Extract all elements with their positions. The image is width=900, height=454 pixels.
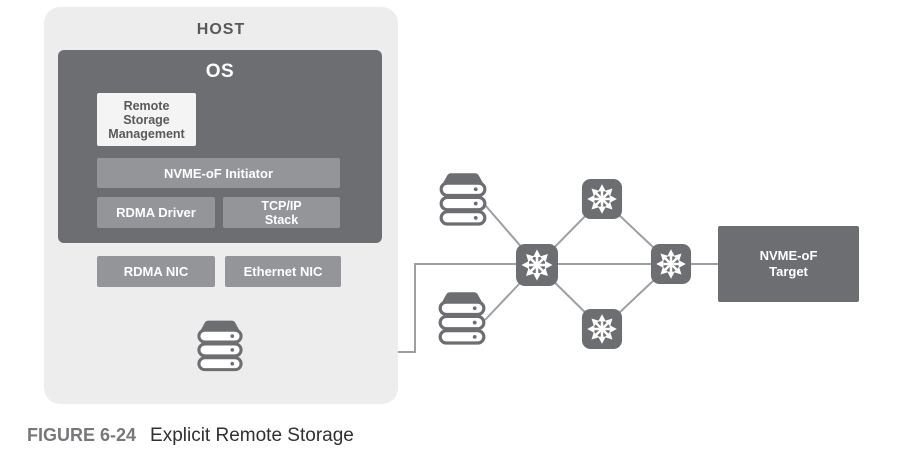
- storage-server-icon: [438, 291, 486, 345]
- figure-caption-label: FIGURE 6-24: [27, 425, 137, 445]
- tcpip-stack-bar: TCP/IP Stack: [223, 197, 340, 228]
- storage-server-icon: [197, 319, 243, 372]
- figure-caption-title: Explicit Remote Storage: [150, 425, 354, 446]
- nvme-of-target-box: NVME-oF Target: [718, 226, 859, 302]
- network-switch-icon: [650, 243, 692, 285]
- host-title: HOST: [196, 21, 246, 38]
- network-switch-icon: [581, 178, 623, 220]
- ethernet-nic-bar: Ethernet NIC: [225, 256, 341, 287]
- host-box: HOST OS Remote Storage Management NVME-o…: [44, 7, 398, 404]
- rdma-nic-bar: RDMA NIC: [97, 256, 215, 287]
- figure-caption: FIGURE 6-24 Explicit Remote Storage: [27, 425, 354, 447]
- rdma-driver-bar: RDMA Driver: [97, 197, 215, 228]
- nvme-of-initiator-bar: NVME-oF Initiator: [97, 158, 340, 188]
- remote-storage-management-box: Remote Storage Management: [97, 93, 196, 146]
- storage-server-icon: [439, 172, 487, 226]
- network-switch-icon: [515, 243, 559, 287]
- os-title: OS: [205, 61, 235, 82]
- os-box: OS Remote Storage Management NVME-oF Ini…: [58, 50, 382, 243]
- network-switch-icon: [581, 308, 623, 350]
